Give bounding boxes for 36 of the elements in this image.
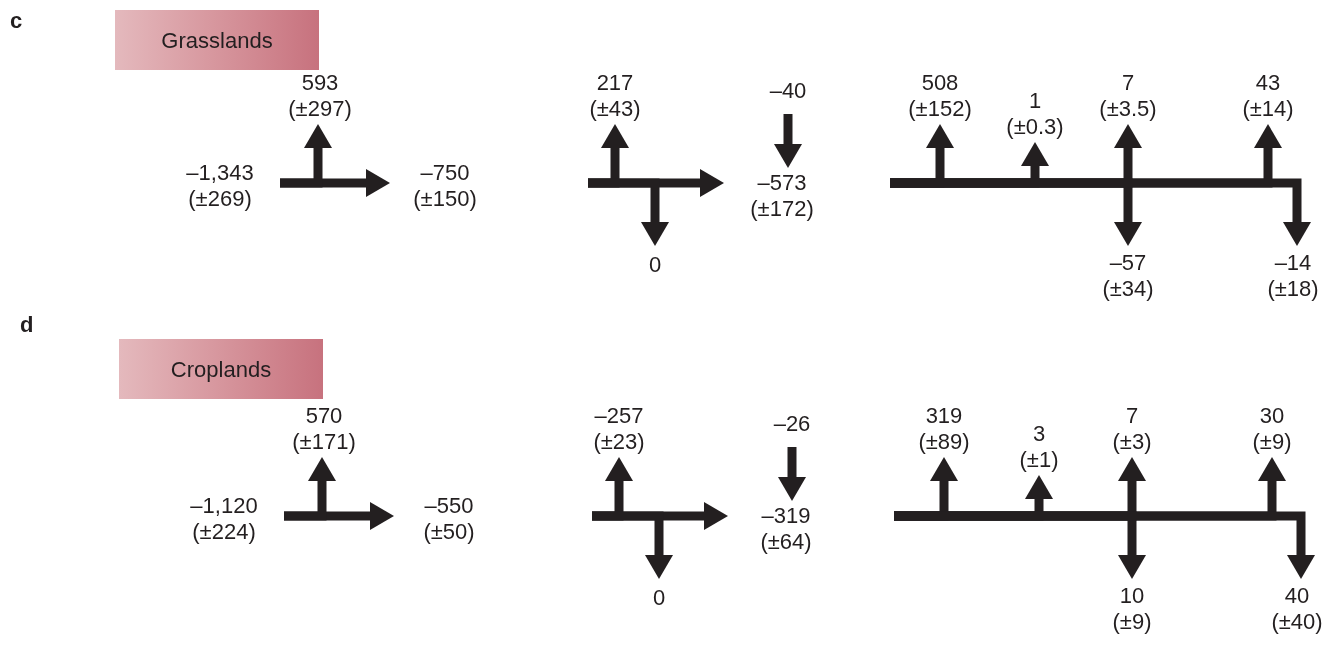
panel-letter: d (20, 314, 34, 336)
category-box: Croplands (119, 339, 323, 399)
flux-arrow (280, 124, 332, 188)
flux-value: 30 (±9) (1252, 403, 1292, 455)
panel-letter: c (10, 10, 23, 32)
flux-value: –1,343 (±269) (186, 160, 254, 212)
flux-value: –319 (±64) (760, 503, 812, 555)
flux-value: 0 (648, 252, 662, 278)
flux-value: –26 (773, 411, 811, 437)
flux-value: –573 (±172) (750, 170, 814, 222)
flux-value: 570 (±171) (292, 403, 356, 455)
flux-value: 217 (±43) (589, 70, 641, 122)
flux-value: –57 (±34) (1102, 250, 1154, 302)
flux-value: 0 (652, 585, 666, 611)
category-box: Grasslands (115, 10, 319, 70)
flux-value: 593 (±297) (288, 70, 352, 122)
flux-value: 7 (±3) (1112, 403, 1152, 455)
flux-value: 40 (±40) (1271, 583, 1323, 635)
flux-arrow (778, 447, 806, 501)
flux-value: –40 (769, 78, 807, 104)
flux-value: –550 (±50) (423, 493, 475, 545)
flux-value: –1,120 (±224) (190, 493, 258, 545)
flux-value: –257 (±23) (593, 403, 645, 455)
flux-value: –750 (±150) (413, 160, 477, 212)
flux-value: 1 (±0.3) (1006, 88, 1064, 140)
flux-arrow (774, 114, 802, 168)
flux-value: 508 (±152) (908, 70, 972, 122)
flux-value: 3 (±1) (1019, 421, 1059, 473)
flux-value: –14 (±18) (1267, 250, 1319, 302)
flux-arrow (588, 178, 669, 246)
flux-value: 7 (±3.5) (1099, 70, 1157, 122)
flux-arrow (284, 457, 336, 521)
flux-value: 319 (±89) (918, 403, 970, 455)
flux-value: 10 (±9) (1112, 583, 1152, 635)
flux-value: 43 (±14) (1242, 70, 1294, 122)
flux-arrow (592, 511, 673, 579)
